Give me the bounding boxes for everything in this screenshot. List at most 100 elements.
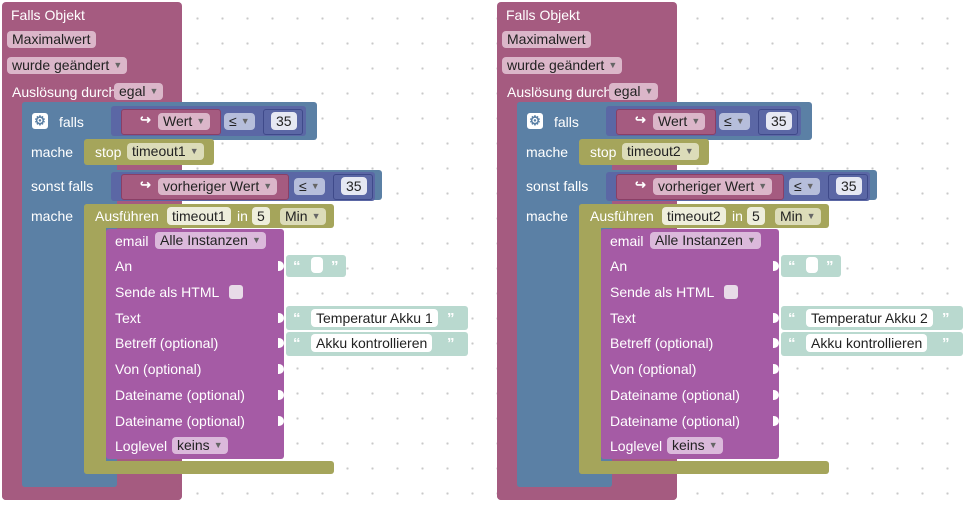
timeout-block-side [579,204,601,474]
gear-icon[interactable]: ⚙ [527,113,543,129]
loglevel-dropdown[interactable]: keins ▼ [172,437,228,454]
chevron-down-icon: ▼ [263,181,273,191]
html-checkbox[interactable] [724,285,738,299]
loglevel-value: keins [177,437,210,453]
timeout-unit-dropdown[interactable]: Min ▼ [775,208,821,225]
loglevel-dropdown[interactable]: keins ▼ [667,437,723,454]
betreff-string-field[interactable]: Akku kontrollieren [806,334,928,352]
instance-dropdown[interactable]: Alle Instanzen ▼ [155,232,266,249]
quote-icon: “ [788,258,796,275]
an-label: An [115,258,133,274]
dateiname1-label: Dateiname (optional) [115,387,245,403]
timeout-name-field[interactable]: timeout1 [167,207,231,225]
condition-dropdown[interactable]: wurde geändert ▼ [7,57,128,74]
email-block[interactable] [106,229,284,459]
condition-value: wurde geändert [12,57,110,73]
elseif-label: sonst falls [526,178,589,194]
chevron-down-icon: ▼ [747,235,756,245]
loglevel-label: Loglevel [610,438,663,454]
timeout-block-bottom [579,461,829,474]
betreff-string-field[interactable]: Akku kontrollieren [311,334,433,352]
von-input-socket[interactable] [773,364,779,374]
operator-dropdown-1[interactable]: ≤ ▼ [224,113,255,130]
operator-dropdown-2[interactable]: ≤ ▼ [294,178,325,195]
von-label: Von (optional) [610,361,697,377]
stop-timer-dropdown[interactable]: timeout2 ▼ [622,143,699,160]
variable-dropdown-1[interactable]: Wert ▼ [653,113,706,130]
chevron-down-icon: ▼ [735,116,745,126]
do-label: mache [31,144,74,160]
variable-dropdown-2[interactable]: vorheriger Wert ▼ [653,178,773,195]
betreff-input-socket[interactable] [773,338,779,348]
html-checkbox[interactable] [229,285,243,299]
chevron-down-icon: ▼ [708,440,718,450]
if-bottom [22,475,117,487]
an-string-field[interactable] [806,257,818,273]
trigger-block-bottom [497,486,677,500]
elseif-label: sonst falls [31,178,94,194]
chevron-down-icon: ▼ [189,146,199,156]
dateiname2-input-socket[interactable] [773,416,779,426]
number-field-2[interactable]: 35 [341,177,367,195]
trigger-by-value: egal [614,83,641,99]
text-string-field[interactable]: Temperatur Akku 2 [806,309,933,327]
an-input-socket[interactable] [278,261,284,271]
timeout-value-field[interactable]: 5 [747,207,765,225]
timeout-in-label: in [732,208,743,224]
chevron-down-icon: ▼ [113,60,123,70]
betreff-input-socket[interactable] [278,338,284,348]
quote-icon: “ [788,310,796,327]
email-label: email [115,233,149,249]
quote-icon: ” [826,258,834,275]
operator-dropdown-1[interactable]: ≤ ▼ [719,113,750,130]
quote-icon: “ [788,335,796,352]
dateiname2-input-socket[interactable] [278,416,284,426]
do-label: mache [526,144,569,160]
variable-dropdown-2[interactable]: vorheriger Wert ▼ [158,178,278,195]
trigger-by-value: egal [119,83,146,99]
chevron-down-icon: ▼ [213,440,223,450]
dateiname1-input-socket[interactable] [278,390,284,400]
chevron-down-icon: ▼ [644,86,654,96]
dateiname2-label: Dateiname (optional) [610,413,740,429]
number-field-2[interactable]: 35 [836,177,862,195]
stop-timer-dropdown[interactable]: timeout1 ▼ [127,143,204,160]
number-field-1[interactable]: 35 [271,112,297,130]
an-input-socket[interactable] [773,261,779,271]
object-field[interactable]: Maximalwert [502,31,591,48]
operator-value-2: ≤ [794,178,802,194]
timeout-unit-value: Min [285,208,308,224]
operator-value-1: ≤ [724,113,732,129]
quote-icon: “ [293,335,301,352]
chevron-down-icon: ▼ [252,235,261,245]
quote-icon: ” [447,310,455,327]
trigger-by-dropdown[interactable]: egal ▼ [609,83,659,100]
instance-dropdown[interactable]: Alle Instanzen ▼ [650,232,761,249]
trigger-by-dropdown[interactable]: egal ▼ [114,83,164,100]
variable-value-2: vorheriger Wert [658,178,755,194]
if-bottom [517,475,612,487]
timeout-name-field[interactable]: timeout2 [662,207,726,225]
condition-dropdown[interactable]: wurde geändert ▼ [502,57,623,74]
trigger-title: Falls Objekt [506,7,580,23]
timeout-value-field[interactable]: 5 [252,207,270,225]
operator-dropdown-2[interactable]: ≤ ▼ [789,178,820,195]
text-input-socket[interactable] [278,313,284,323]
email-block[interactable] [601,229,779,459]
trigger-title: Falls Objekt [11,7,85,23]
text-string-field[interactable]: Temperatur Akku 1 [311,309,438,327]
an-string-field[interactable] [311,257,323,273]
timeout-unit-dropdown[interactable]: Min ▼ [280,208,326,225]
variable-dropdown-1[interactable]: Wert ▼ [158,113,211,130]
von-label: Von (optional) [115,361,202,377]
number-field-1[interactable]: 35 [766,112,792,130]
object-field[interactable]: Maximalwert [7,31,96,48]
dateiname1-input-socket[interactable] [773,390,779,400]
text-input-socket[interactable] [773,313,779,323]
chevron-down-icon: ▼ [684,146,694,156]
if-label: falls [554,114,579,130]
stop-label: stop [590,144,617,160]
quote-icon: “ [293,310,301,327]
gear-icon[interactable]: ⚙ [32,113,48,129]
von-input-socket[interactable] [278,364,284,374]
